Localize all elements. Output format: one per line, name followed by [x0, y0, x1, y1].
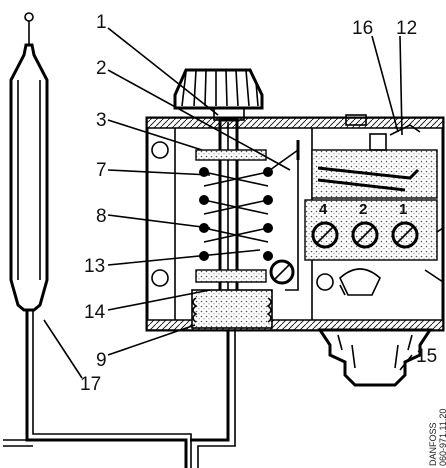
- callout-label: 1: [96, 12, 107, 33]
- capillary-tube: [3, 310, 236, 468]
- manufacturer-stamp: DANFOSS 060-971.11.20: [428, 409, 446, 466]
- adjustment-knob[interactable]: [173, 68, 264, 121]
- switch-mechanism: [311, 114, 438, 199]
- callout-label: 17: [80, 374, 101, 395]
- callout-label: 14: [84, 302, 106, 323]
- bellows: [191, 289, 273, 329]
- callout-label: 15: [416, 346, 437, 367]
- callout-label: 7: [96, 160, 107, 181]
- callout-label: 2: [96, 58, 107, 79]
- callout-label: 13: [84, 256, 105, 277]
- stamp-line: 060-971.11.20: [438, 409, 446, 466]
- terminal-label: 4: [319, 201, 328, 218]
- sensor-bulb: [9, 12, 49, 312]
- cable-gland: [317, 328, 433, 387]
- terminal-label: 2: [359, 201, 367, 218]
- callout-label: 9: [96, 350, 107, 371]
- terminal-block: 4 2 1: [304, 199, 438, 261]
- callout-label: 12: [396, 18, 417, 39]
- stamp-line: DANFOSS: [428, 422, 438, 466]
- callout-label: 3: [96, 110, 107, 131]
- leader-lines: [43, 27, 413, 379]
- terminal-label: 1: [399, 201, 407, 218]
- cable-entry: [339, 268, 381, 296]
- lever-arm: [269, 140, 300, 291]
- callout-label: 16: [352, 18, 373, 39]
- callout-label: 8: [96, 206, 107, 227]
- main-spring: [195, 149, 273, 283]
- differential-screw[interactable]: [269, 259, 295, 285]
